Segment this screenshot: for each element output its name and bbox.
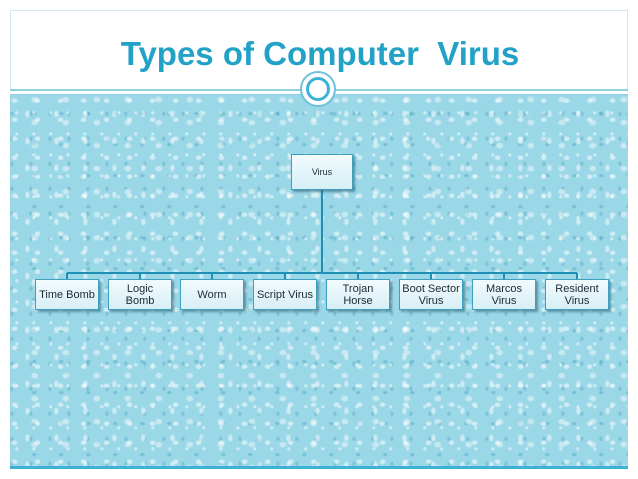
diagram-node-script-virus: Script Virus xyxy=(253,279,317,310)
diagram-node-marcos-virus: Marcos Virus xyxy=(472,279,536,310)
diagram-node-time-bomb: Time Bomb xyxy=(35,279,99,310)
diagram-node-logic-bomb: Logic Bomb xyxy=(108,279,172,310)
node-label: Script Virus xyxy=(256,288,314,301)
node-label: Virus xyxy=(311,167,333,177)
bottom-accent-bar xyxy=(10,466,628,469)
diagram-node-trojan-horse: Trojan Horse xyxy=(326,279,390,310)
diagram-node-boot-sector-virus: Boot Sector Virus xyxy=(399,279,463,310)
node-label: Trojan Horse xyxy=(342,282,374,307)
node-label: Logic Bomb xyxy=(125,282,155,307)
node-label: Resident Virus xyxy=(555,282,599,307)
diagram-node-worm: Worm xyxy=(180,279,244,310)
node-label: Worm xyxy=(197,288,227,301)
circle-ornament-inner xyxy=(306,77,330,101)
title-area: Types of Computer Virus xyxy=(10,10,628,90)
diagram-node-virus: Virus xyxy=(291,154,353,190)
diagram-node-resident-virus: Resident Virus xyxy=(545,279,609,310)
slide-title: Types of Computer Virus xyxy=(120,35,520,72)
node-label: Marcos Virus xyxy=(485,282,523,307)
node-label: Boot Sector Virus xyxy=(402,282,460,307)
node-label: Time Bomb xyxy=(39,288,95,301)
circle-ornament-icon xyxy=(300,71,336,107)
